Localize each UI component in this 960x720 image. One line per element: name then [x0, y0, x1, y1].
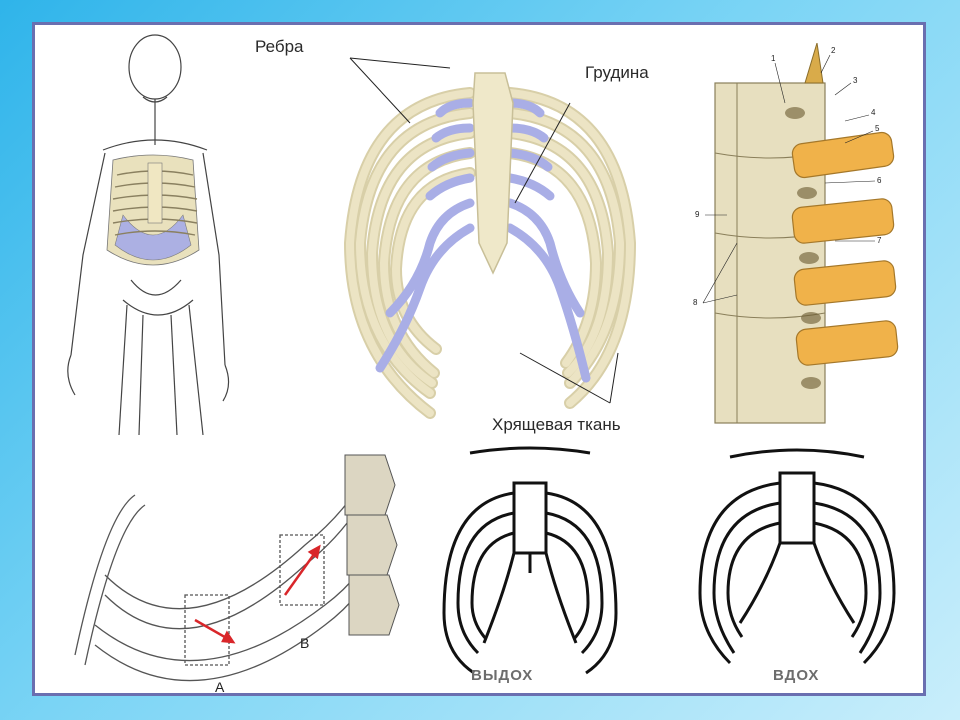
vertebra-number-2: 2: [831, 46, 836, 55]
vertebra-number-1: 1: [771, 54, 776, 63]
skeleton-figure: [43, 25, 233, 435]
exhale-caption: ВЫДОХ: [471, 667, 534, 684]
rib-motion-figure: [55, 445, 415, 685]
ribcage-drawing: [343, 57, 637, 419]
ribcage-figure: [320, 33, 660, 425]
cartilage-label: Хрящевая ткань: [492, 415, 621, 434]
inhale-drawing: [698, 448, 896, 665]
inhale-caption: ВДОХ: [773, 667, 820, 684]
vertebra-number-3: 3: [853, 76, 858, 85]
vertebra-number-5: 5: [875, 124, 880, 133]
content-panel: Ребра Грудина Хрящевая ткань: [32, 22, 926, 696]
motion-label-a: А: [215, 679, 225, 695]
skeleton-drawing: [67, 34, 230, 435]
vertebra-number-7: 7: [877, 236, 882, 245]
vertebra-number-9: 9: [695, 210, 700, 219]
exhale-figure: [430, 443, 630, 675]
vertebra-number-4: 4: [871, 108, 876, 117]
ribs-label: Ребра: [255, 37, 304, 56]
inhale-figure: [690, 443, 905, 675]
rib-motion-drawing: [74, 454, 400, 682]
vertebra-number-8: 8: [693, 298, 698, 307]
exhale-drawing: [442, 446, 618, 675]
sternum-label: Грудина: [585, 63, 649, 82]
vertebra-number-6: 6: [877, 176, 882, 185]
spine-drawing: 1 2 3 4 5 6 7 8 9: [693, 43, 899, 424]
motion-label-b: В: [300, 635, 310, 651]
spine-figure: 1 2 3 4 5 6 7 8 9: [675, 43, 915, 443]
